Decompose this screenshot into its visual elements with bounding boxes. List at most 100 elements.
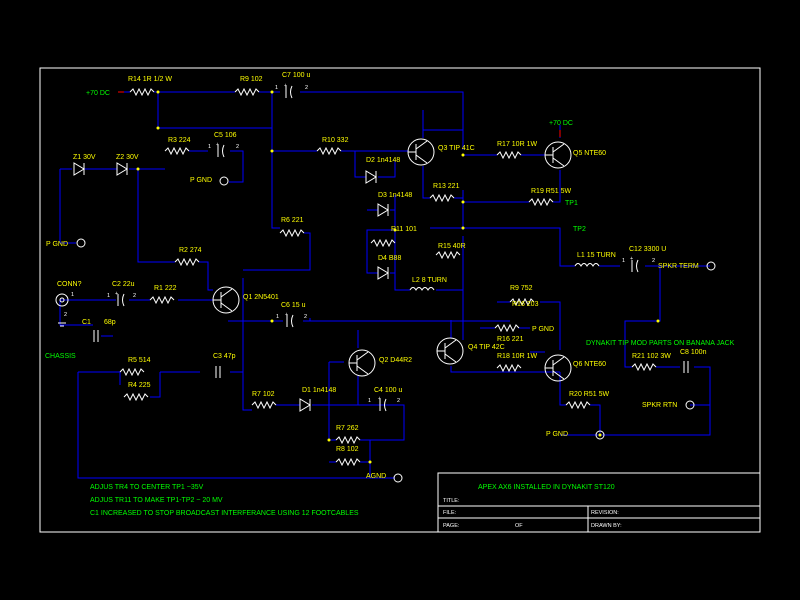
svg-text:+: + bbox=[285, 312, 288, 318]
label-q6: Q6 NTE60 bbox=[573, 361, 606, 368]
label-r5: R5 514 bbox=[128, 357, 151, 364]
label-pgnd-left: P GND bbox=[46, 241, 68, 248]
svg-text:2: 2 bbox=[652, 258, 655, 264]
page-label: PAGE: bbox=[443, 523, 460, 529]
label-r6: R6 221 bbox=[281, 217, 304, 224]
design-notes: ADJUS TR4 TO CENTER TP1 ~35V ADJUS TR11 … bbox=[90, 484, 359, 517]
components bbox=[55, 85, 716, 483]
label-c2: C2 22u bbox=[112, 281, 135, 288]
label-r14: R14 1R 1/2 W bbox=[128, 76, 172, 83]
svg-text:1: 1 bbox=[107, 293, 110, 299]
label-chassis: CHASSIS bbox=[45, 353, 76, 360]
label-c1-value: 68p bbox=[104, 319, 116, 326]
label-agnd: AGND bbox=[366, 473, 386, 480]
file-label: FILE: bbox=[443, 510, 457, 516]
revision-label: REVISION: bbox=[591, 510, 619, 516]
label-q2: Q2 D44R2 bbox=[379, 357, 412, 364]
label-r10: R10 332 bbox=[322, 137, 349, 144]
label-r20: R20 R51 5W bbox=[569, 391, 609, 398]
svg-text:2: 2 bbox=[304, 314, 307, 320]
label-l1: L1 15 TURN bbox=[577, 252, 616, 259]
label-c6: C6 15 u bbox=[281, 302, 306, 309]
svg-text:1: 1 bbox=[208, 144, 211, 150]
label-r7b: R7 262 bbox=[336, 425, 359, 432]
label-r17: R17 10R 1W bbox=[497, 141, 537, 148]
label-plus70-right: +70 DC bbox=[549, 120, 573, 127]
label-q4: Q4 TIP 42C bbox=[468, 344, 505, 351]
label-d4: D4 B88 bbox=[378, 255, 401, 262]
note-line-2: ADJUS TR11 TO MAKE TP1-TP2 ~ 20 MV bbox=[90, 497, 223, 504]
svg-text:2: 2 bbox=[305, 85, 308, 91]
label-r9b: R9 752 bbox=[510, 285, 533, 292]
svg-text:2: 2 bbox=[236, 144, 239, 150]
label-r11: R11 101 bbox=[391, 226, 417, 233]
label-r16b: R16 221 bbox=[497, 336, 524, 343]
svg-text:+: + bbox=[216, 142, 219, 148]
label-c3: C3 47p bbox=[213, 353, 236, 360]
sheet-border bbox=[39, 67, 761, 533]
polarity-marks bbox=[118, 91, 561, 137]
label-q1: Q1 2N5401 bbox=[243, 294, 279, 301]
label-pgnd3: P GND bbox=[546, 431, 568, 438]
title-label: TITLE: bbox=[443, 498, 460, 504]
svg-text:1: 1 bbox=[71, 292, 74, 298]
note-line-1: ADJUS TR4 TO CENTER TP1 ~35V bbox=[90, 484, 204, 491]
junction-dots bbox=[136, 90, 660, 464]
svg-text:1: 1 bbox=[622, 258, 625, 264]
label-d3: D3 1n4148 bbox=[378, 192, 412, 199]
svg-text:2: 2 bbox=[397, 398, 400, 404]
label-z2: Z2 30V bbox=[116, 154, 139, 161]
drawn-by-label: DRAWN BY: bbox=[591, 523, 622, 529]
label-tp1: TP1 bbox=[565, 200, 578, 207]
label-r1: R1 222 bbox=[154, 285, 177, 292]
label-z1: Z1 30V bbox=[73, 154, 96, 161]
svg-text:2: 2 bbox=[133, 293, 136, 299]
title-block: APEX AX6 INSTALLED IN DYNAKIT ST120 TITL… bbox=[437, 472, 761, 533]
label-pgnd2: P GND bbox=[532, 326, 554, 333]
title-value: APEX AX6 INSTALLED IN DYNAKIT ST120 bbox=[478, 484, 615, 491]
component-labels: R14 1R 1/2 W R9 102 C7 100 u +70 DC R3 2… bbox=[45, 72, 735, 480]
label-l2: L2 8 TURN bbox=[412, 277, 447, 284]
svg-text:1: 1 bbox=[368, 398, 371, 404]
label-r18: R18 10R 1W bbox=[497, 353, 537, 360]
label-d2: D2 1n4148 bbox=[366, 157, 400, 164]
label-dynakit-note: DYNAKIT TIP MOD PARTS ON BANANA JACK bbox=[586, 340, 735, 347]
svg-text:+: + bbox=[115, 291, 118, 297]
svg-text:1: 1 bbox=[276, 314, 279, 320]
svg-text:+: + bbox=[378, 396, 381, 402]
label-c7: C7 100 u bbox=[282, 72, 311, 79]
label-r3: R3 224 bbox=[168, 137, 191, 144]
label-c4: C4 100 u bbox=[374, 387, 403, 394]
label-tp2: TP2 bbox=[573, 226, 586, 233]
label-r16a: R16 203 bbox=[512, 301, 539, 308]
label-r8: R8 102 bbox=[336, 446, 359, 453]
label-r7: R7 102 bbox=[252, 391, 275, 398]
of-label: OF bbox=[515, 523, 523, 529]
label-c5: C5 106 bbox=[214, 132, 237, 139]
label-spkr-rtn: SPKR RTN bbox=[642, 402, 677, 409]
note-line-3: C1 INCREASED TO STOP BROADCAST INTERFERA… bbox=[90, 510, 359, 517]
svg-text:2: 2 bbox=[64, 312, 67, 318]
svg-text:1: 1 bbox=[275, 85, 278, 91]
label-r15: R15 40R bbox=[438, 243, 466, 250]
label-r9: R9 102 bbox=[240, 76, 263, 83]
label-plus70-left: +70 DC bbox=[86, 90, 110, 97]
label-spkr-term: SPKR TERM bbox=[658, 263, 699, 270]
label-conn: CONN? bbox=[57, 281, 82, 288]
label-c12: C12 3300 U bbox=[629, 246, 666, 253]
svg-text:+: + bbox=[284, 83, 287, 89]
label-r21: R21 102 3W bbox=[632, 353, 671, 360]
label-r4: R4 225 bbox=[128, 382, 151, 389]
label-r13: R13 221 bbox=[433, 183, 460, 190]
label-pgnd1: P GND bbox=[190, 177, 212, 184]
pin-numbers: 1 + 2 1 + 2 1 + 2 1 + 2 1 + 2 1 + 2 1 2 bbox=[64, 83, 655, 404]
label-d1: D1 1n4148 bbox=[302, 387, 336, 394]
label-q5: Q5 NTE60 bbox=[573, 150, 606, 157]
svg-text:+: + bbox=[630, 256, 633, 262]
label-r2: R2 274 bbox=[179, 247, 202, 254]
label-c1: C1 bbox=[82, 319, 91, 326]
wires bbox=[59, 91, 711, 479]
label-q3: Q3 TIP 41C bbox=[438, 145, 475, 152]
label-r19: R19 R51 5W bbox=[531, 188, 571, 195]
